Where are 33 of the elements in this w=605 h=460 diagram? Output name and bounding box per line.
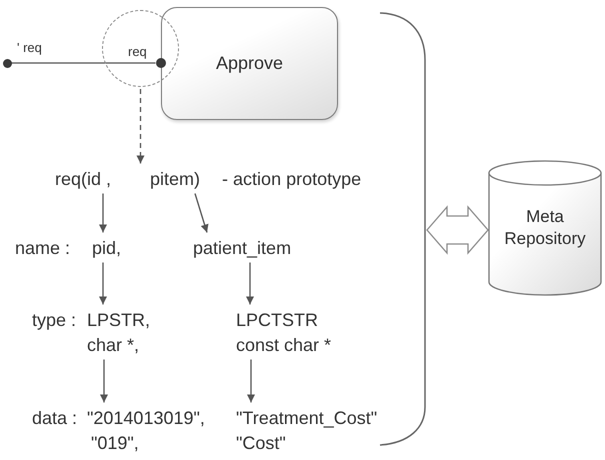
port-label: ' req [17,40,42,55]
port-label: req [128,44,147,59]
arrow [247,360,255,402]
data-value: "019", [91,432,139,454]
arrow [99,262,107,304]
port-dot [156,58,166,68]
field-name: patient_item [193,236,292,260]
data-value: "Cost" [236,432,286,454]
type-name: LPSTR, [87,308,150,332]
repository-label: Meta Repository [503,206,587,250]
data-value: "2014013019", [87,406,205,430]
dashed-arrow [136,89,144,164]
bracket [379,12,427,446]
arrow [194,193,208,233]
type-name: const char * [236,334,332,356]
arrow [246,262,254,304]
row-label: data : [32,406,78,430]
parameter-text: pitem) [150,168,200,191]
parameter-text: req(id , [55,168,112,191]
data-value: "Treatment_Cost" [236,406,378,430]
arrow [99,194,107,232]
type-name: char *, [87,334,140,356]
activity-box [161,7,338,120]
double-block-arrow [426,205,489,255]
field-name: pid, [92,236,122,260]
row-label: name : [15,236,70,260]
prototype-note: - action prototype [222,168,362,191]
row-label: type : [32,308,76,332]
connector-line [12,62,156,64]
type-name: LPCTSTR [236,308,318,332]
activity-label: Approve [216,52,284,75]
port-dot [2,58,12,68]
arrow [100,360,108,402]
